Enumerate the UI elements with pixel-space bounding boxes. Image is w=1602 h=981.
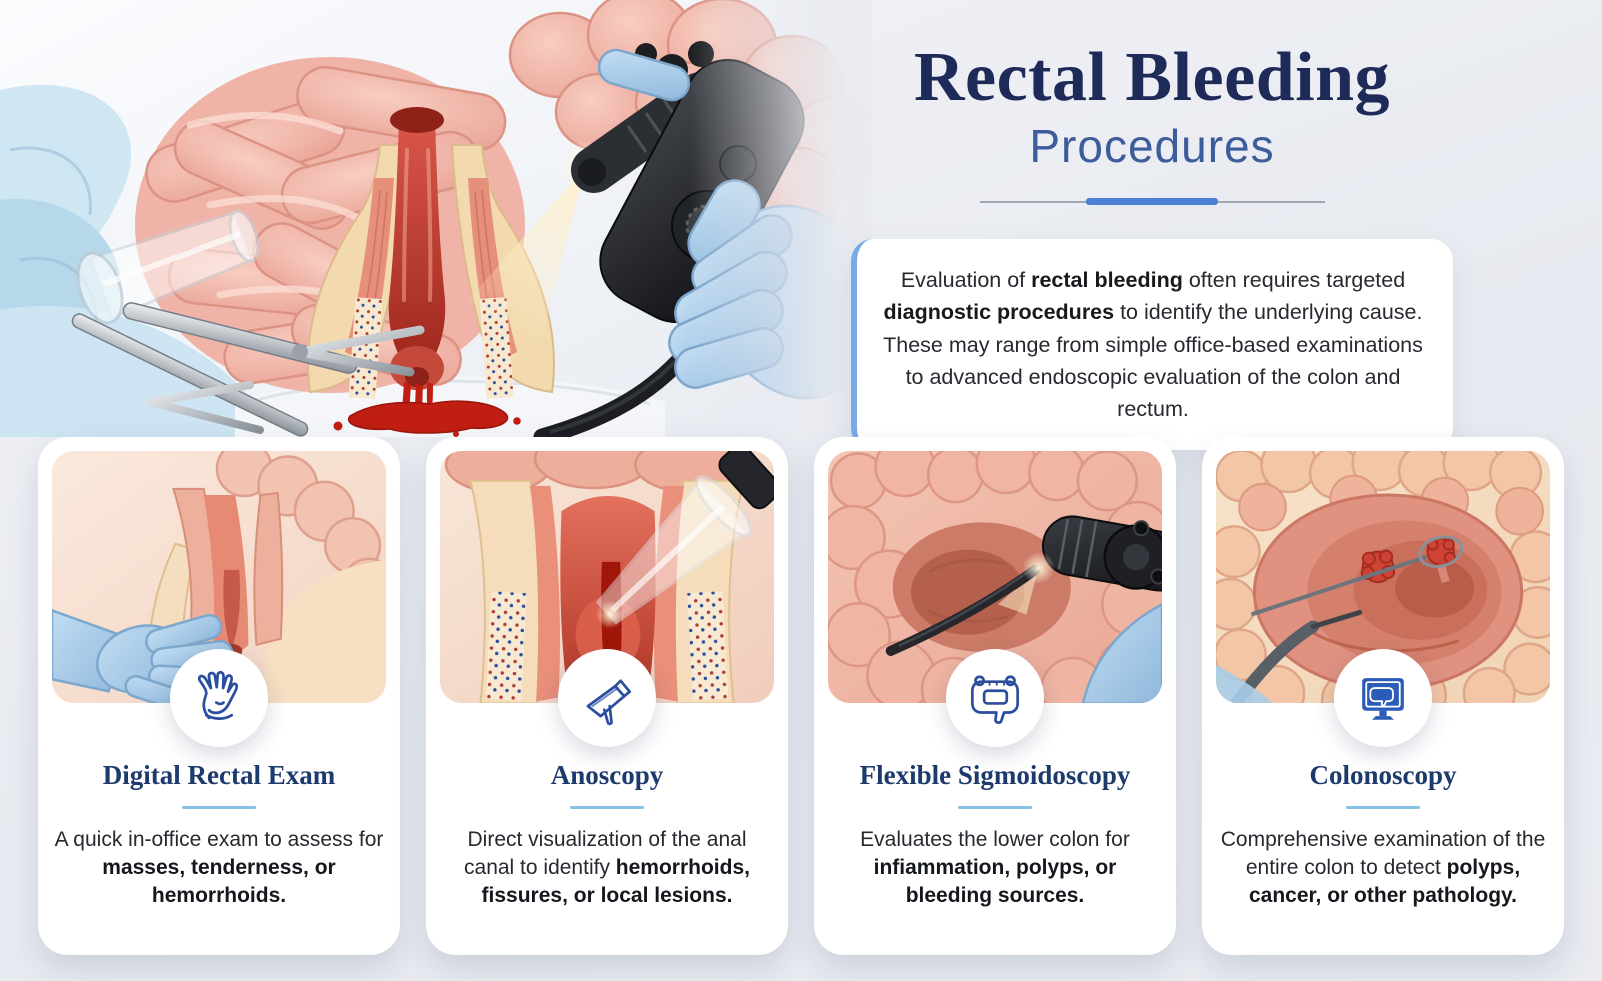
- gloved-hand: [1081, 602, 1162, 703]
- gloved-hand: [1216, 665, 1273, 703]
- intro-text: Evaluation of: [900, 268, 1032, 292]
- card-digital-rectal-exam: Digital Rectal Exam A quick in-office ex…: [38, 437, 400, 955]
- glove-icon-badge: [170, 649, 268, 747]
- glove-icon: [197, 670, 239, 720]
- card-title: Digital Rectal Exam: [102, 760, 336, 790]
- anoscope-icon: [586, 679, 632, 726]
- intro-text-box: Evaluation of rectal bleeding often requ…: [851, 239, 1453, 451]
- monitor-colon-icon-badge: [1334, 649, 1432, 747]
- hero-illustration-svg: [0, 0, 872, 437]
- anoscope-instrument: [76, 209, 260, 325]
- scope-body: [1041, 515, 1162, 592]
- anoscope-icon-badge: [558, 649, 656, 747]
- card-description: Comprehensive examination of the entire …: [1218, 826, 1548, 910]
- blood-illustration: [333, 382, 521, 437]
- card-title-divider: [182, 805, 256, 809]
- page-title: Rectal Bleeding: [913, 39, 1391, 116]
- hero-medical-illustration: [0, 0, 872, 437]
- card-description-text: A quick in-office exam to assess for: [54, 827, 384, 851]
- intro-text: to identify the underlying cause. These …: [883, 300, 1423, 421]
- card-description-text: Direct visualization of the anal canal t…: [464, 827, 747, 879]
- card-title: Flexible Sigmoidoscopy: [859, 760, 1131, 790]
- card-colonoscopy: Colonoscopy Comprehensive examination of…: [1202, 437, 1564, 955]
- card-description-bold: infiammation, polyps, or bleeding source…: [873, 855, 1117, 907]
- card-title: Anoscopy: [550, 760, 664, 790]
- divider-accent-bar: [1086, 198, 1218, 205]
- card-description-bold: polyps, cancer, or other pathology.: [1249, 855, 1521, 907]
- monitor-colon-icon: [1362, 678, 1404, 720]
- card-title-divider: [958, 805, 1032, 809]
- procedure-cards-row: Digital Rectal Exam A quick in-office ex…: [0, 437, 1602, 955]
- card-description-bold: hemorrhoids, fissures, or local lesions.: [481, 855, 750, 907]
- card-title-divider: [570, 805, 644, 809]
- title-divider: [979, 198, 1325, 205]
- colon-icon: [970, 675, 1020, 724]
- card-description-text: Comprehensive examination of the entire …: [1220, 827, 1546, 879]
- card-description-text: Evaluates the lower colon for: [860, 827, 1130, 851]
- intro-bold-rectal-bleeding: rectal bleeding: [1031, 268, 1183, 292]
- page-subtitle: Procedures: [1029, 120, 1275, 172]
- header: Rectal Bleeding Procedures Evaluation of…: [845, 39, 1459, 451]
- card-title-divider: [1346, 805, 1420, 809]
- card-anoscopy: Anoscopy Direct visualization of the ana…: [426, 437, 788, 955]
- card-description-bold: masses, tenderness, or hemorrhoids.: [102, 855, 336, 907]
- colon-icon-badge: [946, 649, 1044, 747]
- metal-instruments: [71, 302, 425, 437]
- card-description: Direct visualization of the anal canal t…: [442, 826, 772, 910]
- gloved-hand: [52, 609, 234, 703]
- card-description: A quick in-office exam to assess for mas…: [54, 826, 384, 910]
- card-description: Evaluates the lower colon for infiammati…: [830, 826, 1160, 910]
- dre-illustration: [52, 451, 386, 703]
- intro-text: often requires targeted: [1182, 268, 1406, 292]
- intro-bold-diagnostic-procedures: diagnostic procedures: [883, 300, 1115, 325]
- card-title: Colonoscopy: [1309, 760, 1457, 790]
- card-flexible-sigmoidoscopy: Flexible Sigmoidoscopy Evaluates the low…: [814, 437, 1176, 955]
- anoscope-instrument: [595, 451, 774, 629]
